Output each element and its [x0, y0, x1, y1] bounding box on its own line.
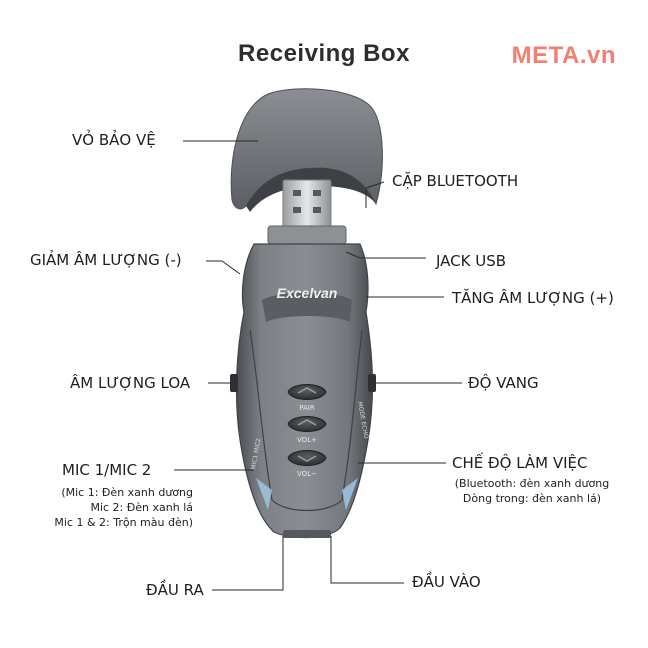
- label-mic-select: MIC 1/MIC 2: [62, 461, 152, 479]
- label-speaker-volume: ÂM LƯỢNG LOA: [70, 374, 191, 392]
- mic-note-1: (Mic 1: Đèn xanh dương: [61, 486, 193, 499]
- vol-up-button[interactable]: [287, 416, 327, 432]
- button-group: [287, 384, 327, 466]
- usb-connector: [267, 179, 347, 245]
- label-output: ĐẦU RA: [146, 581, 204, 599]
- label-volume-up: TĂNG ÂM LƯỢNG (+): [452, 289, 614, 307]
- mic-note-3: Mic 1 & 2: Trộn màu đèn): [54, 516, 193, 529]
- label-work-mode: CHẾ ĐỘ LÀM VIỆC: [452, 454, 588, 472]
- protective-cap: [230, 88, 383, 212]
- device-logo: Excelvan: [277, 285, 338, 301]
- pair-button[interactable]: [287, 384, 327, 400]
- label-bluetooth-pair: CẶP BLUETOOTH: [392, 172, 519, 190]
- pair-button-label: PAIR: [299, 404, 315, 412]
- leader-input: [330, 536, 404, 584]
- label-volume-down: GIẢM ÂM LƯỢNG (-): [30, 251, 182, 269]
- vol-down-button-label: VOL−: [297, 470, 317, 478]
- work-mode-note-2: Dòng trong: đèn xanh lá): [462, 492, 602, 505]
- vol-down-button[interactable]: [287, 450, 327, 466]
- leader-volume-down: [206, 260, 241, 275]
- label-echo: ĐỘ VANG: [468, 374, 539, 392]
- work-mode-notes: (Bluetooth: đèn xanh dương Dòng trong: đ…: [432, 476, 632, 506]
- work-mode-note-1: (Bluetooth: đèn xanh dương: [454, 477, 610, 490]
- diagram-title: Receiving Box: [238, 40, 410, 67]
- leader-usb-jack: [345, 251, 426, 259]
- label-protective-cover: VỎ BẢO VỆ: [72, 131, 156, 149]
- label-input: ĐẦU VÀO: [412, 573, 481, 591]
- label-usb-jack: JACK USB: [436, 252, 507, 270]
- leader-output: [212, 536, 284, 591]
- brand-logo: META.vn: [511, 42, 616, 69]
- mic-notes: (Mic 1: Đèn xanh dương Mic 2: Đèn xanh l…: [54, 485, 193, 530]
- leader-lines: [174, 140, 462, 591]
- vol-up-button-label: VOL+: [297, 436, 317, 444]
- mic-note-2: Mic 2: Đèn xanh lá: [90, 501, 193, 514]
- leader-bluetooth-pair: [365, 181, 385, 208]
